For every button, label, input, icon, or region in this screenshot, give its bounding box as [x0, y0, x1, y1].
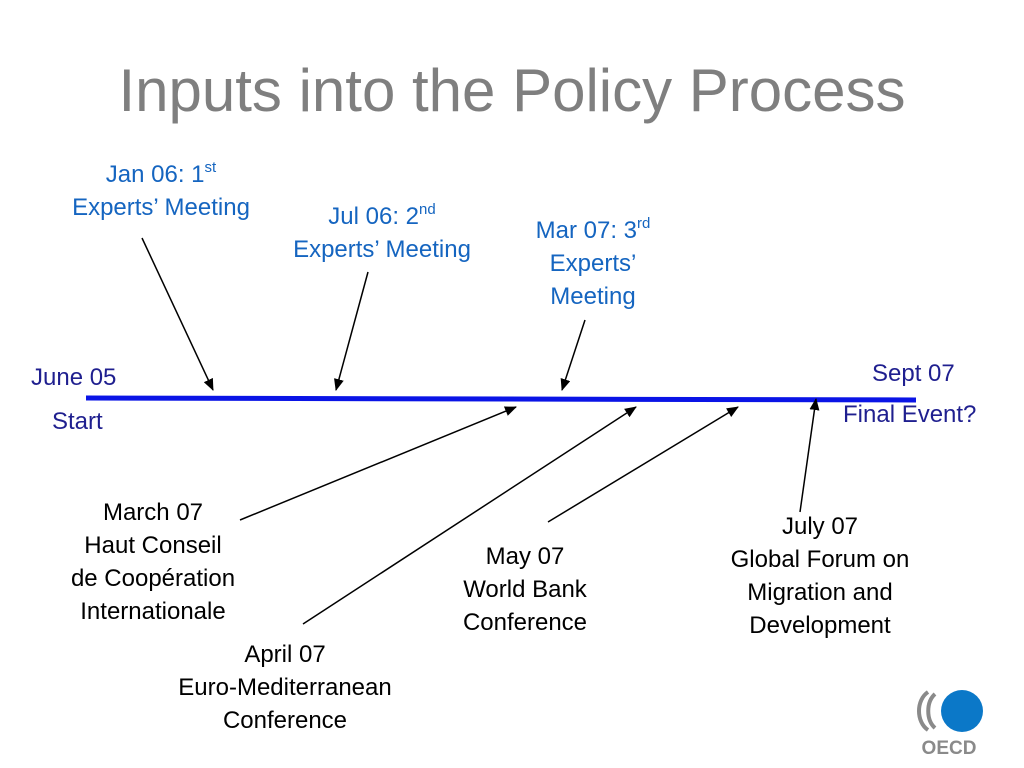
- arrow-meeting-1: [141, 237, 214, 391]
- meeting-1-label: Jan 06: 1st Experts’ Meeting: [72, 159, 250, 221]
- arrow-meeting-3: [560, 319, 586, 391]
- meeting-2-label: Jul 06: 2nd Experts’ Meeting: [293, 201, 471, 263]
- logo-arc-outer: [917, 690, 930, 732]
- oecd-logo: OECD: [917, 690, 983, 759]
- logo-text: OECD: [922, 738, 977, 759]
- event-april-label: April 07 Euro-Mediterranean Conference: [178, 641, 392, 734]
- arrow-event-april: [302, 406, 637, 625]
- slide-title: Inputs into the Policy Process: [118, 57, 906, 124]
- logo-circle: [941, 690, 983, 732]
- event-may-label: May 07 World Bank Conference: [462, 543, 588, 636]
- event-march-label: March 07 Haut Conseil de Coopération Int…: [70, 499, 236, 625]
- event-july-label: July 07 Global Forum on Migration and De…: [730, 513, 910, 639]
- arrow-event-july: [799, 398, 820, 513]
- start-date-label: June 05: [31, 364, 117, 391]
- meeting-3-label: Mar 07: 3rd Experts’ Meeting: [535, 215, 651, 310]
- end-date-label: Sept 07: [872, 360, 955, 387]
- end-label: Final Event?: [843, 401, 977, 428]
- arrow-meeting-2: [334, 271, 369, 391]
- start-label: Start: [52, 408, 103, 435]
- timeline-line: [85, 395, 917, 403]
- arrow-event-march: [239, 406, 517, 521]
- logo-arc-middle: [926, 692, 937, 730]
- arrow-event-may: [547, 406, 739, 523]
